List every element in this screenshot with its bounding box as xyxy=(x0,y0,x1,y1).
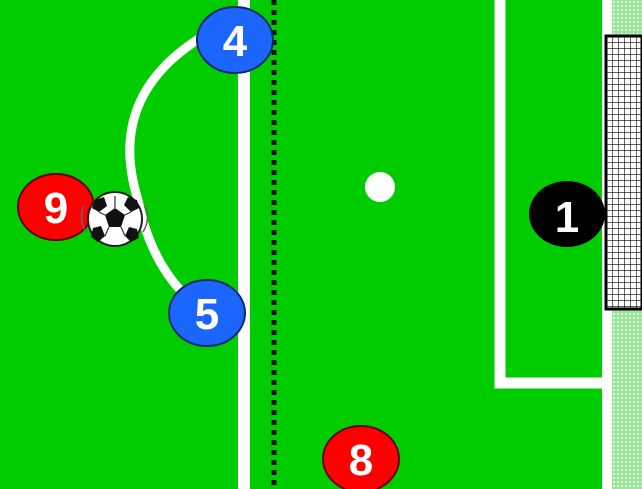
player-4-number: 4 xyxy=(223,17,248,66)
player-4-marker: 4 xyxy=(197,7,273,73)
player-1-number: 1 xyxy=(555,193,579,242)
player-8-number: 8 xyxy=(349,436,373,485)
goal-net xyxy=(606,36,642,309)
player-1-marker: 1 xyxy=(529,181,605,247)
player-5-marker: 5 xyxy=(169,280,245,346)
player-8-marker: 8 xyxy=(323,426,399,489)
penalty-spot xyxy=(365,172,395,202)
player-5-number: 5 xyxy=(195,290,219,339)
player-9-number: 9 xyxy=(44,184,68,233)
